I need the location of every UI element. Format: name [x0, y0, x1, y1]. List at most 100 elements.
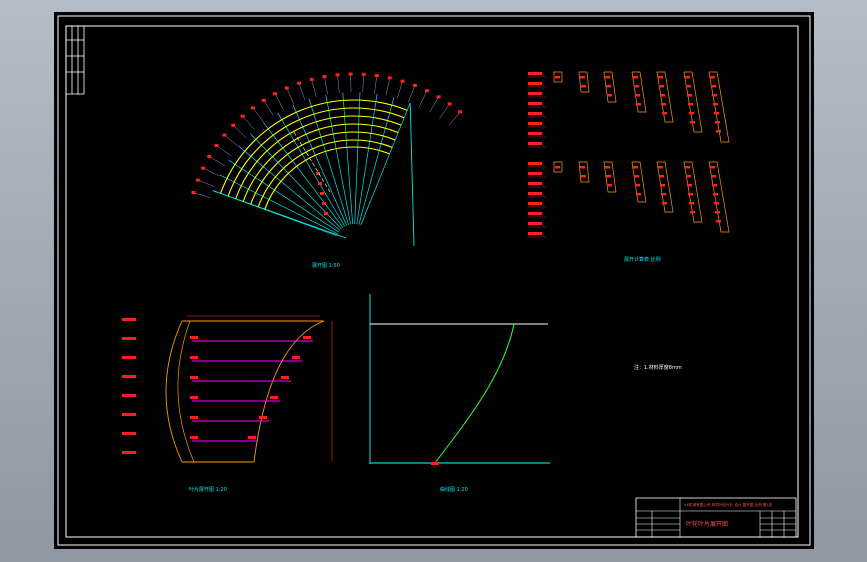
row-label: [122, 375, 136, 378]
title-block: XX机械有限公司 风机叶轮叶片 设计 展开图 比例 第1张 叶轮叶片展开图: [635, 497, 797, 538]
segment-dim: [689, 112, 694, 115]
leader-line: [374, 75, 378, 94]
segment-dim: [685, 76, 690, 79]
segment-dim: [581, 175, 586, 178]
view1-caption: 展开图 1:50: [312, 263, 340, 269]
dimension-mark: [284, 86, 289, 90]
fan-arc: [257, 139, 393, 208]
fan-radial-line: [238, 145, 341, 231]
row-label: [122, 451, 136, 454]
curve-view: [369, 294, 550, 465]
table-label: [528, 132, 542, 135]
leader-line: [337, 74, 340, 93]
row-dim: [281, 376, 289, 379]
dimension-mark: [201, 166, 206, 170]
segment-dim: [634, 175, 639, 178]
row-dim: [190, 376, 198, 379]
development-curve: [434, 323, 515, 464]
leader-line: [418, 90, 428, 107]
dimension-mark: [309, 77, 314, 81]
leader-line: [209, 156, 225, 166]
table-label: [528, 112, 542, 115]
leader-line: [252, 107, 264, 123]
dimension-mark: [348, 72, 353, 76]
table-label: [528, 82, 542, 85]
fan-radial-line: [308, 98, 349, 225]
dimension-mark: [231, 123, 236, 127]
row-label: [122, 394, 136, 397]
segment-dim: [711, 85, 716, 88]
segment-dim: [607, 94, 612, 97]
table-label: [528, 192, 542, 195]
segment-dim: [635, 184, 640, 187]
segment-shape: [553, 71, 563, 83]
fan-radial-line: [292, 104, 347, 226]
row-label: [122, 432, 136, 435]
dimension-mark: [273, 92, 278, 96]
inner-border: [65, 25, 799, 538]
dimension-mark: [322, 202, 326, 205]
segment-dim: [713, 103, 718, 106]
segment-shape: [578, 71, 590, 93]
segment-dim: [607, 184, 612, 187]
dimension-mark: [191, 191, 196, 195]
fan-radial-line: [277, 112, 346, 227]
segment-dim: [660, 184, 665, 187]
table-label: [528, 212, 542, 215]
fan-radial-line: [325, 94, 351, 225]
leader-line: [242, 116, 255, 130]
segment-dim: [689, 202, 694, 205]
segment-shape: [631, 161, 647, 203]
dimension-mark: [361, 72, 366, 76]
segment-shape: [708, 71, 730, 143]
leader-line: [263, 100, 274, 116]
fan-arc: [250, 131, 396, 205]
fan-development-view: [191, 72, 463, 247]
fan-radial-line: [354, 92, 361, 225]
row-label: [122, 337, 136, 340]
fan-radial-line: [356, 93, 378, 225]
leader-line: [216, 145, 232, 156]
table-label: [528, 232, 542, 235]
dimension-mark: [374, 74, 379, 78]
dimension-mark: [335, 73, 340, 77]
fan-radial-line: [358, 97, 395, 225]
segment-dim: [712, 184, 717, 187]
fan-arc: [220, 99, 408, 194]
fan-arc: [227, 107, 405, 197]
row-dim: [303, 336, 311, 339]
table-label: [528, 162, 542, 165]
segment-dim: [690, 211, 695, 214]
segment-shape: [631, 71, 647, 113]
row-dim: [190, 436, 198, 439]
center-line: [293, 131, 331, 193]
row-dim: [190, 396, 198, 399]
segment-dim: [606, 85, 611, 88]
segment-dim: [662, 112, 667, 115]
blade-inner-edge: [177, 320, 195, 463]
drawing-sheet: 展开图 1:50 展开计算表 比例 叶片展开图 1:20 曲线图 1:20 注：…: [54, 12, 814, 549]
dimension-mark: [316, 172, 320, 175]
dimension-mark: [458, 110, 463, 114]
fan-arc: [242, 123, 399, 202]
segment-dim: [711, 175, 716, 178]
leader-line: [429, 96, 439, 113]
row-dim: [190, 356, 198, 359]
table-label: [528, 182, 542, 185]
row-label: [122, 356, 136, 359]
segment-dim: [635, 94, 640, 97]
leader-line: [311, 79, 317, 97]
segment-dim: [658, 166, 663, 169]
table-label: [528, 222, 542, 225]
fan-radial-line: [263, 122, 344, 228]
row-dim: [270, 396, 278, 399]
fan-radial-line: [360, 102, 411, 226]
dimension-mark: [214, 143, 219, 147]
segment-dim: [636, 103, 641, 106]
title-block-company: XX机械有限公司 风机叶轮叶片 设计 展开图 比例 第1张: [684, 502, 773, 507]
leader-line: [397, 81, 403, 99]
blade-development-view: [122, 315, 333, 463]
fan-radial-line: [228, 159, 340, 233]
segment-dim: [581, 85, 586, 88]
